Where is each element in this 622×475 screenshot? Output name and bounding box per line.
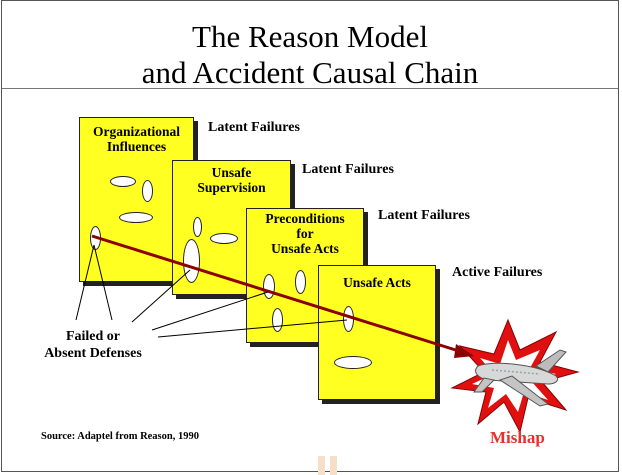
panel-title-line: Organizational (93, 124, 180, 139)
panel-unsafe-acts: Unsafe Acts (318, 265, 436, 400)
defense-hole (334, 356, 372, 369)
defense-hole (119, 212, 153, 223)
panel-title: Preconditions for Unsafe Acts (247, 211, 363, 256)
panel-title-line: Preconditions (265, 211, 345, 226)
panel-title-line: Unsafe (211, 165, 252, 180)
failed-defenses-line: Absent Defenses (44, 346, 142, 361)
panel-title-line: for (296, 226, 314, 241)
panel-title-line: Unsafe Acts (271, 241, 339, 256)
panel-title: Unsafe Supervision (173, 165, 290, 195)
title-line-2: and Accident Causal Chain (141, 55, 479, 90)
defense-hole (193, 217, 202, 237)
failure-label: Latent Failures (378, 208, 470, 223)
defense-pointer-lines (75, 244, 348, 338)
decorative-stripe (318, 456, 325, 475)
failure-label: Latent Failures (302, 162, 394, 177)
causal-chain-arrow (91, 234, 474, 358)
defense-hole (272, 308, 283, 332)
airplane-icon (473, 349, 567, 407)
mishap-label: Mishap (490, 428, 545, 447)
panel-title: Unsafe Acts (319, 275, 435, 290)
title-line-1: The Reason Model (192, 19, 428, 54)
panel-title-line: Supervision (197, 180, 266, 195)
defense-hole (295, 270, 306, 294)
title-area: The Reason Model and Accident Causal Cha… (2, 2, 618, 90)
panel-title: Organizational Influences (80, 124, 193, 154)
defense-hole (210, 233, 238, 244)
failed-defenses-line: Failed or (65, 329, 121, 344)
panel-title-line: Influences (106, 139, 167, 154)
failed-defenses-label: Failed or Absent Defenses (38, 328, 148, 362)
failure-label: Latent Failures (208, 120, 300, 135)
failure-label: Active Failures (452, 265, 543, 280)
panel-title-line: Unsafe Acts (343, 275, 411, 290)
defense-hole (142, 180, 153, 202)
source-citation: Source: Adaptel from Reason, 1990 (41, 431, 199, 442)
decorative-stripe (330, 456, 337, 475)
defense-hole (110, 176, 136, 187)
